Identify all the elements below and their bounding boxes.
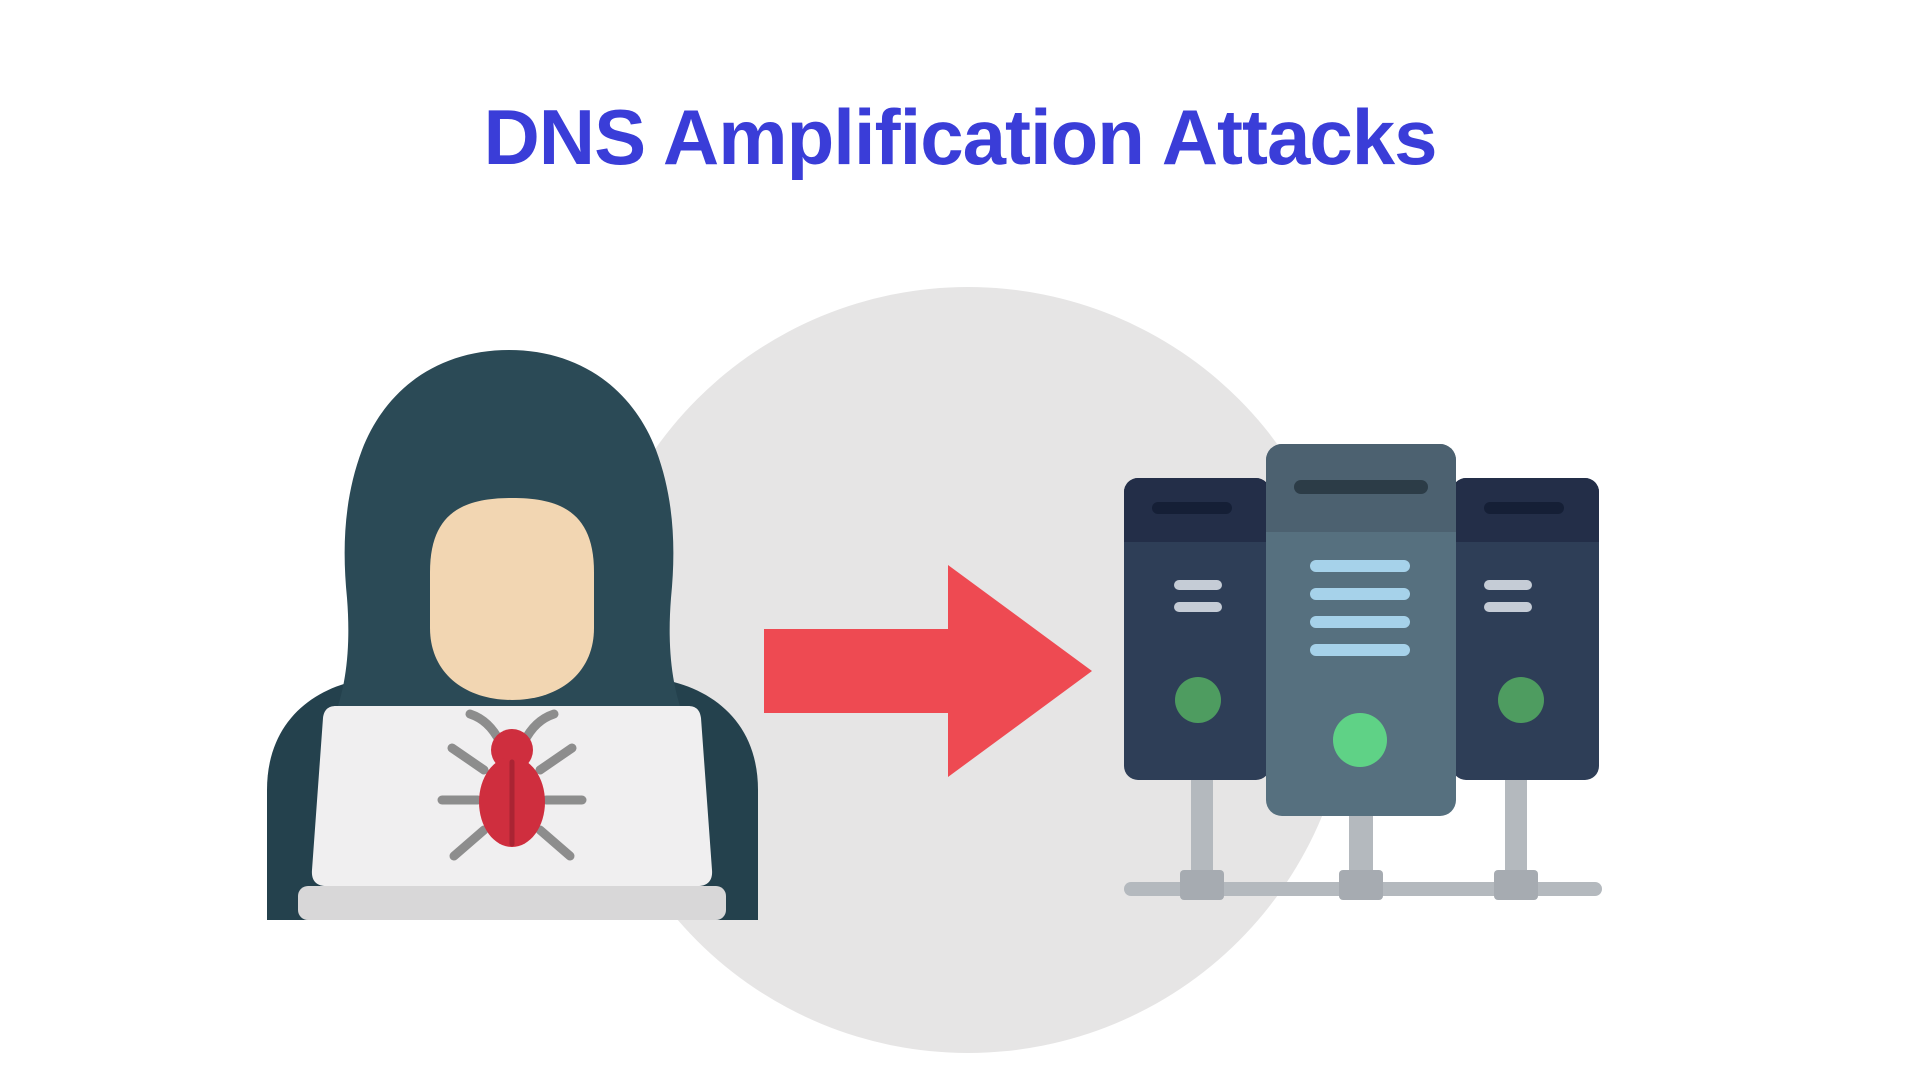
server-right-led [1498, 677, 1544, 723]
server-center-body [1266, 444, 1456, 816]
server-left-body [1124, 478, 1270, 780]
malware-bug-icon [437, 709, 587, 861]
server-left-vent [1174, 602, 1222, 612]
dns-server-rack-icon [1124, 444, 1602, 900]
bug-leg [447, 743, 489, 775]
server-right [1452, 478, 1599, 780]
server-left-vent [1174, 580, 1222, 590]
network-connector [1339, 870, 1383, 900]
laptop-base [298, 886, 726, 920]
server-center-line [1310, 560, 1410, 572]
server-right-slot [1484, 502, 1564, 514]
server-center-led [1333, 713, 1387, 767]
hacker-face [430, 498, 594, 700]
network-connector [1180, 870, 1224, 900]
server-right-vent [1484, 580, 1532, 590]
server-right-vent [1484, 602, 1532, 612]
bug-leg [535, 743, 577, 775]
bug-leg [535, 825, 575, 861]
server-left-slot [1152, 502, 1232, 514]
server-center-line [1310, 588, 1410, 600]
server-right-body [1452, 478, 1599, 780]
network-connector [1494, 870, 1538, 900]
server-stand-right [1505, 770, 1527, 886]
server-center-line [1310, 616, 1410, 628]
server-center-line [1310, 644, 1410, 656]
server-center [1266, 444, 1456, 816]
server-center-slot [1294, 480, 1428, 494]
server-left-led [1175, 677, 1221, 723]
server-left [1124, 478, 1270, 780]
page-title: DNS Amplification Attacks [483, 93, 1437, 181]
server-stand-left [1191, 770, 1213, 886]
attack-direction-arrow-icon [764, 565, 1092, 777]
bug-leg [449, 825, 489, 861]
hooded-hacker-with-laptop-icon [267, 350, 758, 920]
